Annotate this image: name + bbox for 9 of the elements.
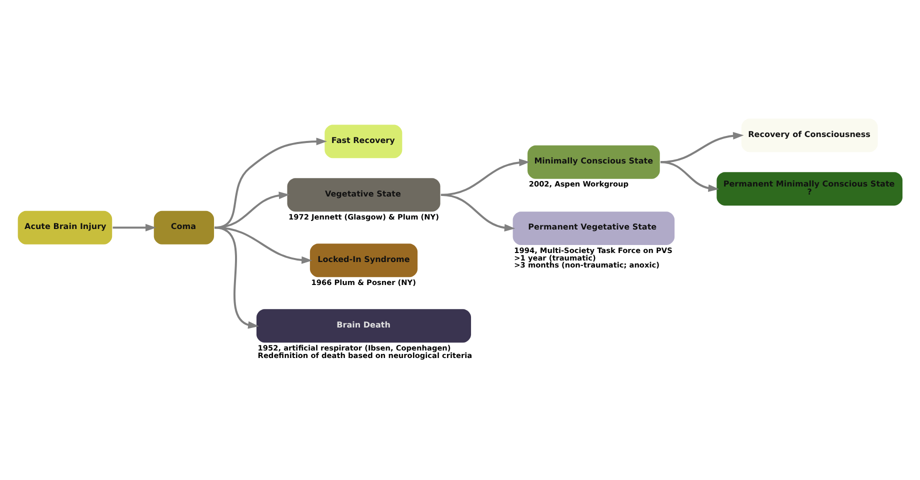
- arrow: [214, 192, 290, 229]
- arrow: [440, 158, 530, 196]
- arrow: [112, 224, 156, 232]
- arrow: [660, 132, 744, 164]
- arrow: [214, 138, 328, 229]
- arrow: [660, 161, 720, 192]
- arrow: [440, 194, 516, 232]
- arrow: [214, 226, 312, 264]
- arrow: [214, 226, 259, 329]
